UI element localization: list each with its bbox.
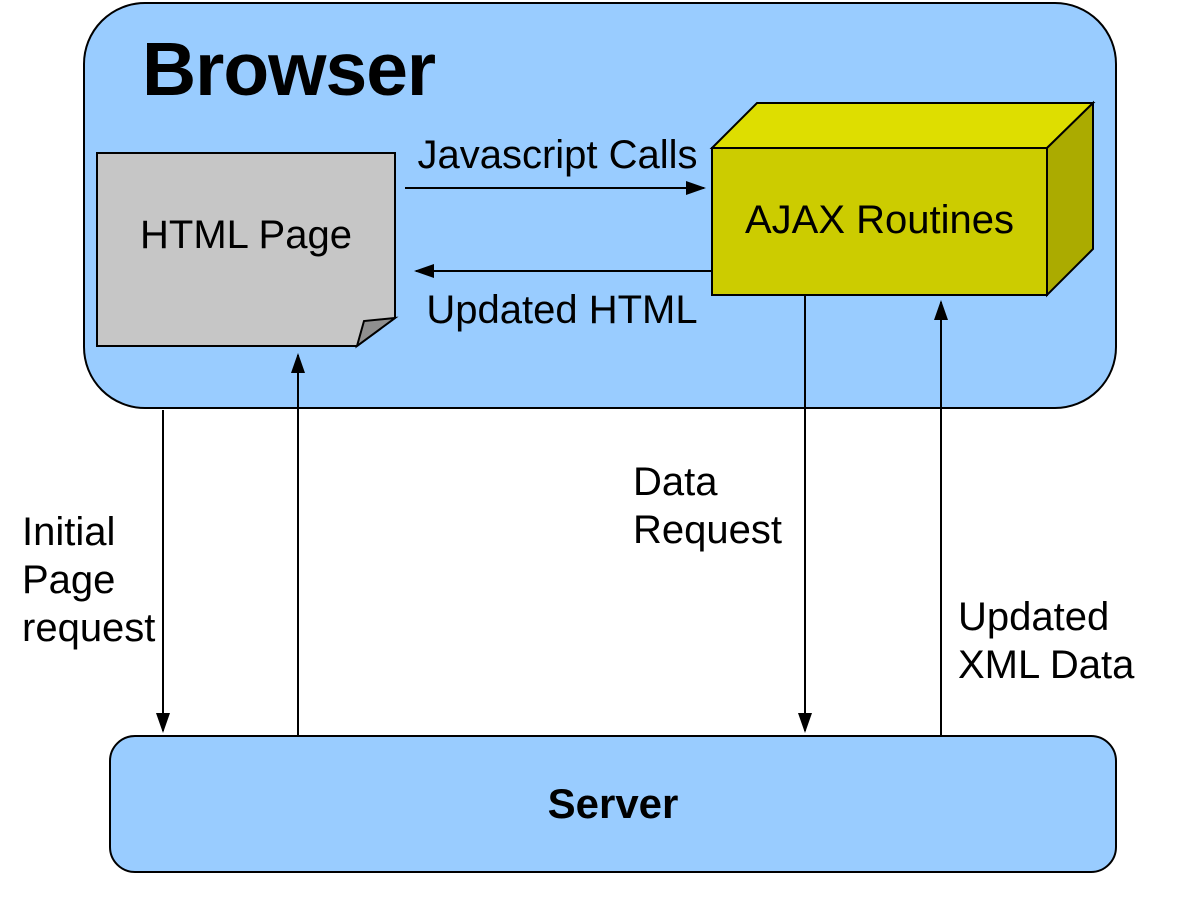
server-container: Server (109, 735, 1117, 873)
updated-html-label: Updated HTML (426, 288, 698, 332)
browser-title: Browser (142, 27, 436, 111)
updated-xml-data-label: Updated XML Data (958, 595, 1135, 687)
javascript-calls-label: Javascript Calls (417, 133, 698, 177)
server-label: Server (547, 780, 679, 827)
data-request-label: Data Request (633, 460, 782, 552)
html-page-label: HTML Page (140, 213, 352, 257)
initial-page-request-label: Initial Page request (22, 510, 156, 650)
ajax-routines-label: AJAX Routines (744, 198, 1015, 242)
